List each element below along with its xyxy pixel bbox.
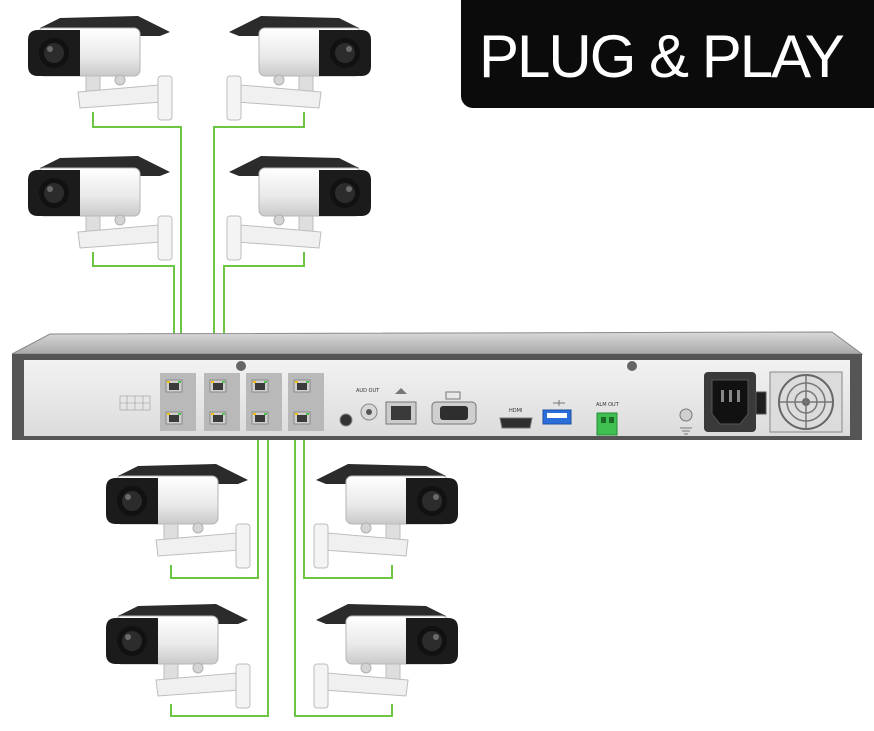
poe-port-1[interactable] — [165, 379, 183, 393]
fan-grille — [769, 371, 843, 433]
audio-out-label: AUD OUT — [356, 388, 380, 394]
cable-8 — [294, 428, 393, 717]
ground-screw-left — [236, 361, 246, 371]
banner-text: PLUG & PLAY — [479, 23, 845, 90]
poe-port-group — [160, 373, 324, 431]
cable-7 — [170, 428, 269, 717]
poe-port-3[interactable] — [251, 379, 269, 393]
camera-8 — [314, 604, 458, 708]
camera-5 — [105, 463, 251, 569]
nvr-recorder: AUD OUT HDMI ALM OUT — [11, 331, 864, 440]
ground-terminal[interactable] — [679, 408, 693, 422]
poe-port-2[interactable] — [209, 379, 227, 393]
lan-icon — [395, 388, 407, 394]
vga-icon — [445, 391, 461, 400]
poe-port-4[interactable] — [293, 379, 311, 393]
poe-port-8[interactable] — [293, 411, 311, 425]
ground-icon — [680, 427, 692, 435]
camera-2 — [227, 16, 371, 120]
poe-port-5[interactable] — [165, 411, 183, 425]
alarm-out-terminal[interactable] — [596, 412, 618, 436]
cable-1 — [92, 112, 182, 375]
network-cables — [92, 112, 393, 717]
port-index-grid — [119, 395, 151, 411]
cable-4 — [223, 252, 305, 375]
cable-6 — [303, 428, 393, 579]
cable-3 — [92, 252, 175, 375]
hdmi-label: HDMI — [509, 408, 522, 414]
cable-2 — [213, 112, 305, 375]
power-switch[interactable] — [755, 391, 767, 415]
ground-screw-right — [627, 361, 637, 371]
poe-port-7[interactable] — [251, 411, 269, 425]
plug-and-play-banner: PLUG & PLAY — [461, 0, 874, 108]
camera-1 — [27, 15, 173, 121]
poe-port-6[interactable] — [209, 411, 227, 425]
camera-3 — [27, 155, 173, 261]
camera-7 — [105, 603, 251, 709]
camera-6 — [314, 464, 458, 568]
camera-4 — [227, 156, 371, 260]
cable-5 — [170, 428, 259, 579]
hdmi-port[interactable] — [499, 417, 533, 429]
alarm-out-label: ALM OUT — [596, 402, 620, 408]
usb-icon — [553, 400, 565, 406]
audio-jack[interactable] — [339, 413, 353, 427]
